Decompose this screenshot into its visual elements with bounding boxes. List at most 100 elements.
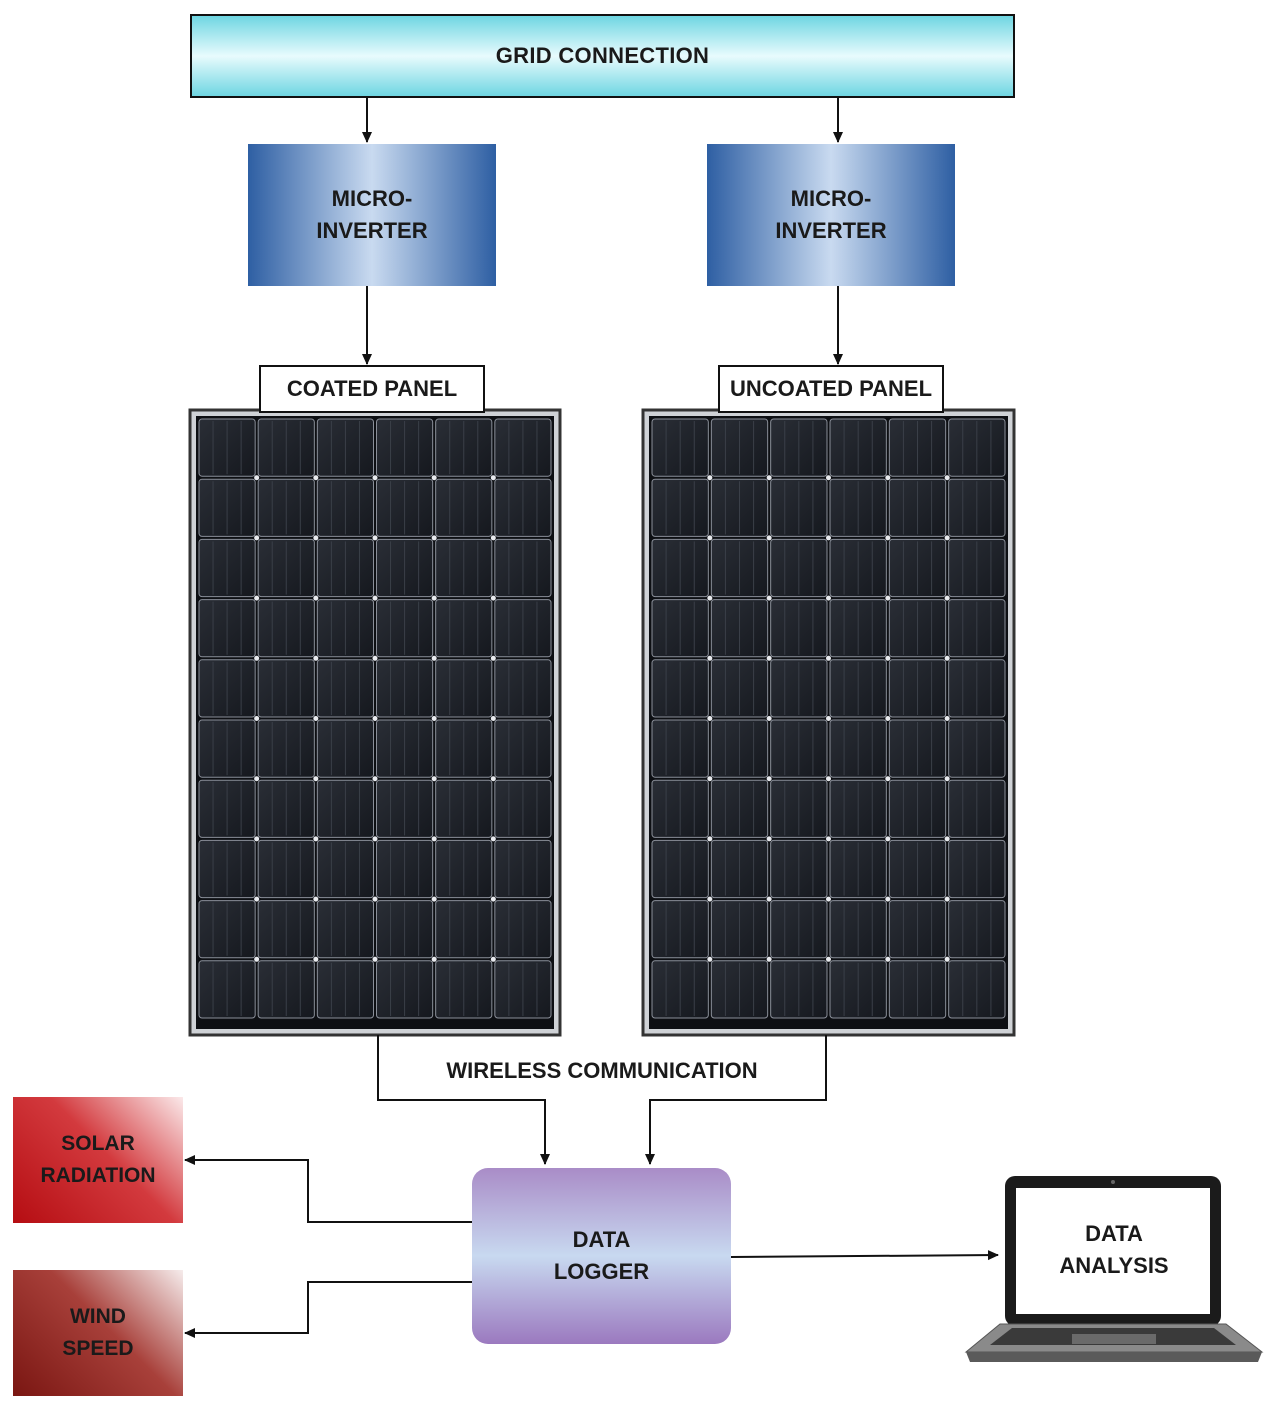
cell-junction-dot bbox=[431, 896, 437, 902]
cell-junction-dot bbox=[372, 716, 378, 721]
micro-inverter-right: MICRO- INVERTER bbox=[707, 144, 955, 286]
analysis-line1: DATA bbox=[1085, 1221, 1143, 1246]
cell-junction-dot bbox=[490, 776, 496, 782]
cell-junction-dot bbox=[372, 655, 378, 661]
cell-junction-dot bbox=[313, 535, 319, 541]
cell-junction-dot bbox=[944, 595, 950, 601]
solar-line1: SOLAR bbox=[61, 1132, 135, 1155]
cell-junction-dot bbox=[490, 836, 496, 842]
cell-junction-dot bbox=[490, 956, 496, 962]
cell-junction-dot bbox=[431, 475, 437, 481]
cell-junction-dot bbox=[766, 475, 772, 481]
solar-line2: RADIATION bbox=[40, 1164, 156, 1187]
cell-junction-dot bbox=[254, 475, 260, 481]
cell-junction-dot bbox=[490, 595, 496, 601]
cell-junction-dot bbox=[431, 535, 437, 541]
cell-junction-dot bbox=[707, 716, 713, 721]
cell-junction-dot bbox=[313, 836, 319, 842]
cell-junction-dot bbox=[944, 655, 950, 661]
cell-junction-dot bbox=[254, 655, 260, 661]
cell-junction-dot bbox=[826, 535, 831, 541]
cell-junction-dot bbox=[826, 595, 831, 601]
solar-radiation-box: SOLAR RADIATION bbox=[13, 1097, 183, 1223]
cell-junction-dot bbox=[766, 956, 772, 962]
cell-junction-dot bbox=[372, 475, 378, 481]
arrow-logger-to-wind bbox=[184, 1281, 472, 1338]
cell-junction-dot bbox=[707, 595, 713, 601]
cell-junction-dot bbox=[490, 535, 496, 541]
inverter-right-line1: MICRO- bbox=[790, 186, 872, 211]
cell-junction-dot bbox=[254, 595, 260, 601]
cell-junction-dot bbox=[885, 896, 891, 902]
laptop-icon bbox=[964, 1176, 1264, 1362]
cell-junction-dot bbox=[313, 595, 319, 601]
cell-junction-dot bbox=[431, 595, 437, 601]
wind-line1: WIND bbox=[69, 1305, 126, 1328]
cell-junction-dot bbox=[707, 655, 713, 661]
wireless-communication-label: WIRELESS COMMUNICATION bbox=[446, 1058, 758, 1083]
cell-junction-dot bbox=[826, 655, 831, 661]
arrow-logger-to-analysis bbox=[730, 1250, 999, 1261]
cell-junction-dot bbox=[313, 956, 319, 962]
cell-junction-dot bbox=[944, 776, 950, 782]
cell-junction-dot bbox=[490, 655, 496, 661]
cell-junction-dot bbox=[313, 716, 319, 721]
uncoated-solar-panel bbox=[641, 408, 1016, 1037]
cell-junction-dot bbox=[372, 776, 378, 782]
cell-junction-dot bbox=[431, 716, 437, 721]
cell-junction-dot bbox=[885, 535, 891, 541]
cell-junction-dot bbox=[431, 655, 437, 661]
logger-line1: DATA bbox=[572, 1227, 631, 1252]
cell-junction-dot bbox=[254, 535, 260, 541]
wind-line2: SPEED bbox=[62, 1337, 134, 1360]
cell-junction-dot bbox=[254, 716, 260, 721]
cell-junction-dot bbox=[707, 836, 713, 842]
cell-junction-dot bbox=[885, 475, 891, 481]
cell-junction-dot bbox=[490, 896, 496, 902]
cell-junction-dot bbox=[313, 475, 319, 481]
cell-junction-dot bbox=[707, 776, 713, 782]
cell-junction-dot bbox=[372, 535, 378, 541]
cell-junction-dot bbox=[885, 716, 891, 721]
coated-panel-label: COATED PANEL bbox=[286, 376, 458, 401]
grid-connection-box: GRID CONNECTION bbox=[190, 14, 1015, 98]
cell-junction-dot bbox=[826, 956, 831, 962]
cell-junction-dot bbox=[826, 716, 831, 721]
cell-junction-dot bbox=[766, 595, 772, 601]
cell-junction-dot bbox=[254, 956, 260, 962]
cell-junction-dot bbox=[254, 776, 260, 782]
wind-speed-box: WIND SPEED bbox=[13, 1270, 183, 1396]
cell-junction-dot bbox=[885, 956, 891, 962]
cell-junction-dot bbox=[944, 535, 950, 541]
cell-junction-dot bbox=[766, 535, 772, 541]
cell-junction-dot bbox=[826, 776, 831, 782]
cell-junction-dot bbox=[826, 896, 831, 902]
coated-solar-panel bbox=[188, 408, 562, 1037]
cell-junction-dot bbox=[254, 896, 260, 902]
cell-junction-dot bbox=[490, 716, 496, 721]
cell-junction-dot bbox=[944, 956, 950, 962]
cell-junction-dot bbox=[885, 776, 891, 782]
cell-junction-dot bbox=[944, 716, 950, 721]
cell-junction-dot bbox=[944, 475, 950, 481]
cell-junction-dot bbox=[254, 836, 260, 842]
inverter-left-line2: INVERTER bbox=[316, 218, 428, 243]
cell-junction-dot bbox=[431, 836, 437, 842]
inverter-right-line2: INVERTER bbox=[775, 218, 887, 243]
cell-junction-dot bbox=[313, 896, 319, 902]
cell-junction-dot bbox=[944, 836, 950, 842]
cell-junction-dot bbox=[826, 475, 831, 481]
cell-junction-dot bbox=[885, 595, 891, 601]
cell-junction-dot bbox=[707, 956, 713, 962]
cell-junction-dot bbox=[766, 896, 772, 902]
arrow-logger-to-solar bbox=[184, 1155, 472, 1223]
grid-connection-label: GRID CONNECTION bbox=[495, 43, 710, 68]
cell-junction-dot bbox=[372, 896, 378, 902]
cell-junction-dot bbox=[431, 776, 437, 782]
cell-junction-dot bbox=[431, 956, 437, 962]
data-logger-box: DATA LOGGER bbox=[472, 1168, 731, 1344]
cell-junction-dot bbox=[766, 716, 772, 721]
logger-line2: LOGGER bbox=[553, 1259, 650, 1284]
cell-junction-dot bbox=[885, 655, 891, 661]
